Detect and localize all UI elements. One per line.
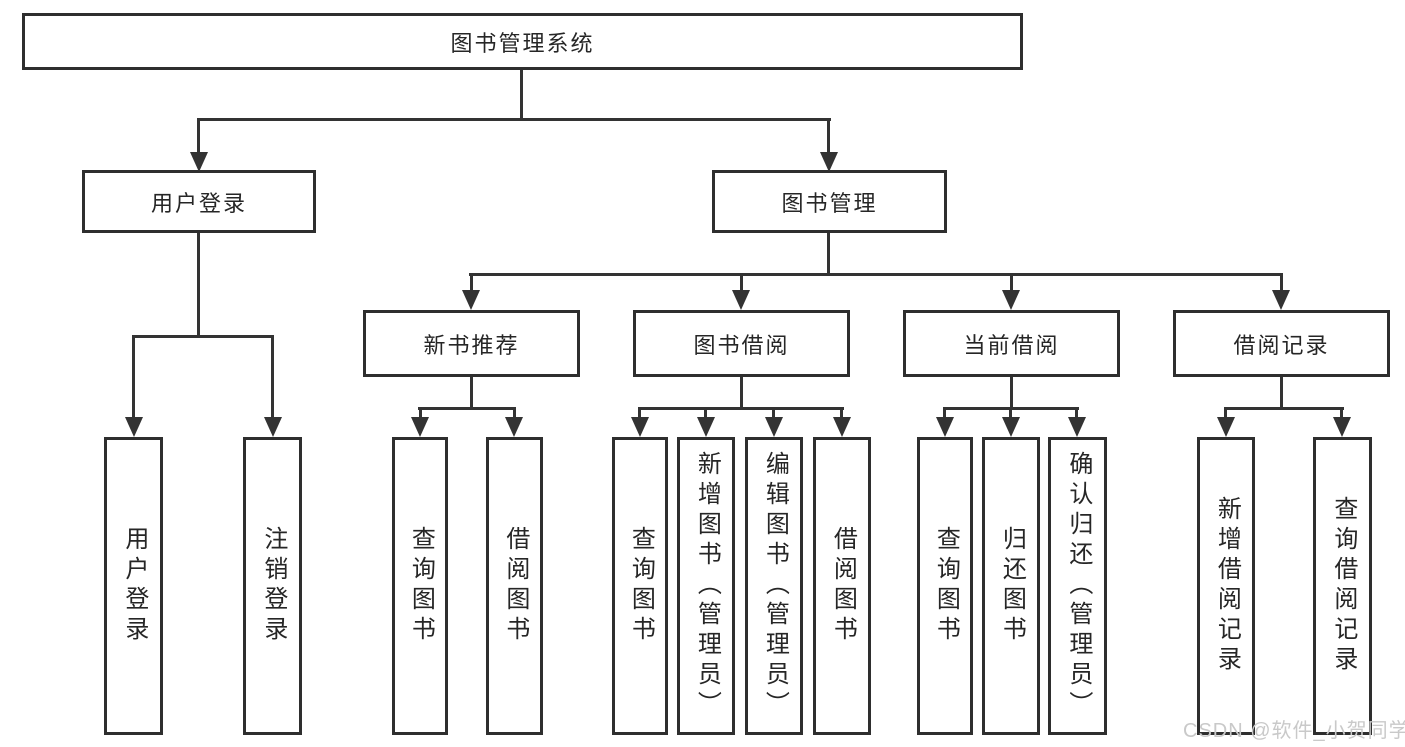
csdn-watermark: CSDN @软件_小贺同学 [1183, 720, 1405, 742]
leaf-user-login-label: 用户登录 [120, 526, 148, 646]
connector-records-stem [1280, 377, 1283, 407]
connector-records-split [1224, 407, 1344, 410]
leaf-confirm-return-admin-label: 确认归还（管理员） [1064, 451, 1092, 721]
connector-bookmgmt-split [469, 273, 1283, 276]
leaf-logout: 注销登录 [243, 437, 302, 735]
leaf-add-book-admin-label: 新增图书（管理员） [693, 451, 721, 721]
arrowhead-cur-query [936, 417, 954, 437]
arrowhead-recommend [462, 290, 480, 310]
leaf-add-borrow-record-label: 新增借阅记录 [1213, 496, 1241, 676]
arrowhead-recd-add [1217, 417, 1235, 437]
arrowhead-rec-query [411, 417, 429, 437]
connector-drop-book-management [827, 121, 830, 152]
connector-drop-current [1010, 276, 1013, 290]
connector-drop-recommend [470, 276, 473, 290]
arrowhead-user-login [190, 152, 208, 172]
leaf-query-borrow-record: 查询借阅记录 [1313, 437, 1372, 735]
arrowhead-bor-borrow [833, 417, 851, 437]
arrowhead-cur-confirm [1068, 417, 1086, 437]
leaf-query-books-recommend-label: 查询图书 [407, 526, 435, 646]
leaf-query-books-borrow-label: 查询图书 [627, 526, 655, 646]
leaf-user-login: 用户登录 [104, 437, 163, 735]
leaf-query-books-recommend: 查询图书 [392, 437, 448, 735]
arrowhead-bor-add [697, 417, 715, 437]
arrowhead-leaf-logout [264, 417, 282, 437]
leaf-borrow-books-label: 借阅图书 [829, 526, 857, 646]
arrowhead-bor-query [631, 417, 649, 437]
connector-root-stem [520, 70, 523, 118]
arrowhead-borrowing [732, 290, 750, 310]
node-borrowing-records: 借阅记录 [1173, 310, 1390, 377]
arrowhead-bor-edit [765, 417, 783, 437]
node-new-book-recommendation: 新书推荐 [363, 310, 580, 377]
node-book-management: 图书管理 [712, 170, 947, 233]
connector-drop-leaf-login [132, 338, 135, 417]
connector-drop-rec-borrow [513, 410, 516, 417]
leaf-query-books-borrow: 查询图书 [612, 437, 668, 735]
connector-bookmgmt-stem [827, 233, 830, 273]
connector-borrowing-stem [740, 377, 743, 407]
connector-drop-cur-confirm [1075, 410, 1078, 417]
connector-userlogin-stem [197, 233, 200, 335]
node-user-login: 用户登录 [82, 170, 316, 233]
arrowhead-current [1002, 290, 1020, 310]
connector-drop-borrowing [740, 276, 743, 290]
arrowhead-rec-borrow [505, 417, 523, 437]
connector-drop-leaf-logout [271, 338, 274, 417]
node-book-borrowing: 图书借阅 [633, 310, 850, 377]
leaf-borrow-books-recommend-label: 借阅图书 [501, 526, 529, 646]
leaf-query-borrow-record-label: 查询借阅记录 [1329, 496, 1357, 676]
arrowhead-book-management [820, 152, 838, 172]
connector-current-stem [1010, 377, 1013, 407]
connector-drop-bor-borrow [840, 410, 843, 417]
leaf-logout-label: 注销登录 [259, 526, 287, 646]
connector-drop-records [1280, 276, 1283, 290]
connector-borrowing-split [638, 407, 844, 410]
node-current-borrowing: 当前借阅 [903, 310, 1120, 377]
connector-drop-bor-edit [772, 410, 775, 417]
connector-drop-bor-add [704, 410, 707, 417]
leaf-add-book-admin: 新增图书（管理员） [677, 437, 735, 735]
arrowhead-recd-query [1333, 417, 1351, 437]
leaf-edit-book-admin-label: 编辑图书（管理员） [761, 451, 789, 721]
connector-drop-bor-query [638, 410, 641, 417]
leaf-query-books-current: 查询图书 [917, 437, 973, 735]
arrowhead-leaf-login [125, 417, 143, 437]
connector-userlogin-split [132, 335, 274, 338]
arrowhead-records [1272, 290, 1290, 310]
connector-root-split [197, 118, 831, 121]
node-root: 图书管理系统 [22, 13, 1023, 70]
leaf-return-books: 归还图书 [982, 437, 1040, 735]
connector-drop-cur-query [943, 410, 946, 417]
connector-drop-user-login [197, 121, 200, 152]
connector-drop-cur-return [1009, 410, 1012, 417]
connector-drop-recd-add [1224, 410, 1227, 417]
connector-current-split [943, 407, 1079, 410]
leaf-borrow-books: 借阅图书 [813, 437, 871, 735]
leaf-add-borrow-record: 新增借阅记录 [1197, 437, 1255, 735]
leaf-edit-book-admin: 编辑图书（管理员） [745, 437, 803, 735]
leaf-return-books-label: 归还图书 [998, 526, 1026, 646]
connector-drop-rec-query [419, 410, 422, 417]
leaf-borrow-books-recommend: 借阅图书 [486, 437, 543, 735]
leaf-confirm-return-admin: 确认归还（管理员） [1048, 437, 1107, 735]
connector-recommend-stem [470, 377, 473, 407]
connector-recommend-split [418, 407, 516, 410]
leaf-query-books-current-label: 查询图书 [932, 526, 960, 646]
connector-drop-recd-query [1340, 410, 1343, 417]
arrowhead-cur-return [1002, 417, 1020, 437]
